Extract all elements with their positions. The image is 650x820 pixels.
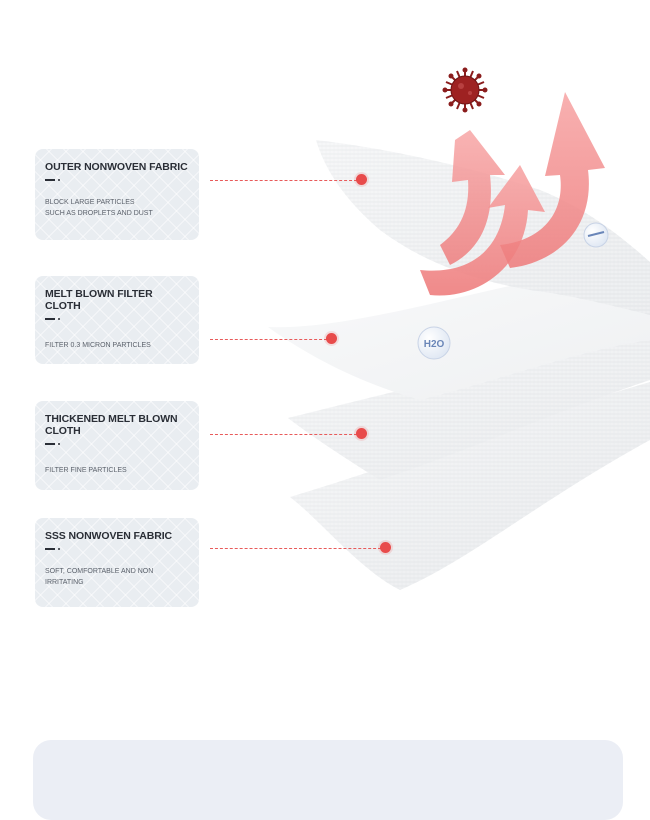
layer-melt-blown-filter-sheet bbox=[268, 275, 650, 400]
layer-title: OUTER NONWOVEN FABRIC bbox=[45, 161, 188, 173]
leader-line bbox=[210, 548, 386, 549]
layer-sss-nonwoven-sheet bbox=[290, 382, 650, 590]
water-bubble-icon: H2O bbox=[417, 326, 451, 360]
layer-description: BLOCK LARGE PARTICLES SUCH AS DROPLETS A… bbox=[45, 199, 153, 217]
layer-title: MELT BLOWN FILTER CLOTH bbox=[45, 288, 153, 312]
layer-description: FILTER FINE PARTICLES bbox=[45, 467, 127, 474]
title-underline bbox=[45, 179, 189, 181]
layer-title: SSS NONWOVEN FABRIC bbox=[45, 530, 173, 542]
layer-title: THICKENED MELT BLOWN CLOTH bbox=[45, 413, 178, 437]
layer-marker-dot bbox=[380, 542, 391, 553]
virus-icon bbox=[442, 67, 488, 113]
layer-marker-dot bbox=[356, 428, 367, 439]
title-underline bbox=[45, 548, 189, 550]
layer-marker-dot bbox=[356, 174, 367, 185]
layer-thickened-melt-blown-sheet bbox=[288, 335, 650, 480]
layer-card-thickened-melt-blown: THICKENED MELT BLOWN CLOTH FILTER FINE P… bbox=[35, 401, 199, 490]
layer-card-outer-nonwoven: OUTER NONWOVEN FABRIC BLOCK LARGE PARTIC… bbox=[35, 149, 199, 240]
water-bubble-icon bbox=[583, 222, 609, 248]
layer-card-melt-blown-filter: MELT BLOWN FILTER CLOTH FILTER 0.3 MICRO… bbox=[35, 276, 199, 364]
title-underline bbox=[45, 318, 189, 320]
upward-arrow-icon bbox=[440, 130, 505, 265]
upward-arrow-icon bbox=[500, 92, 605, 268]
leader-line bbox=[210, 434, 362, 435]
layer-card-sss-nonwoven: SSS NONWOVEN FABRIC SOFT, COMFORTABLE AN… bbox=[35, 518, 199, 607]
layer-marker-dot bbox=[326, 333, 337, 344]
bottom-panel bbox=[33, 740, 623, 820]
mask-layers-illustration: H2O bbox=[268, 67, 650, 590]
leader-line bbox=[210, 180, 362, 181]
layer-description: FILTER 0.3 MICRON PARTICLES bbox=[45, 342, 151, 349]
layer-description: SOFT, COMFORTABLE AND NON IRRITATING bbox=[45, 568, 154, 586]
leader-line bbox=[210, 339, 332, 340]
upward-arrow-icon bbox=[420, 165, 545, 296]
h2o-label: H2O bbox=[424, 339, 445, 350]
title-underline bbox=[45, 443, 189, 445]
